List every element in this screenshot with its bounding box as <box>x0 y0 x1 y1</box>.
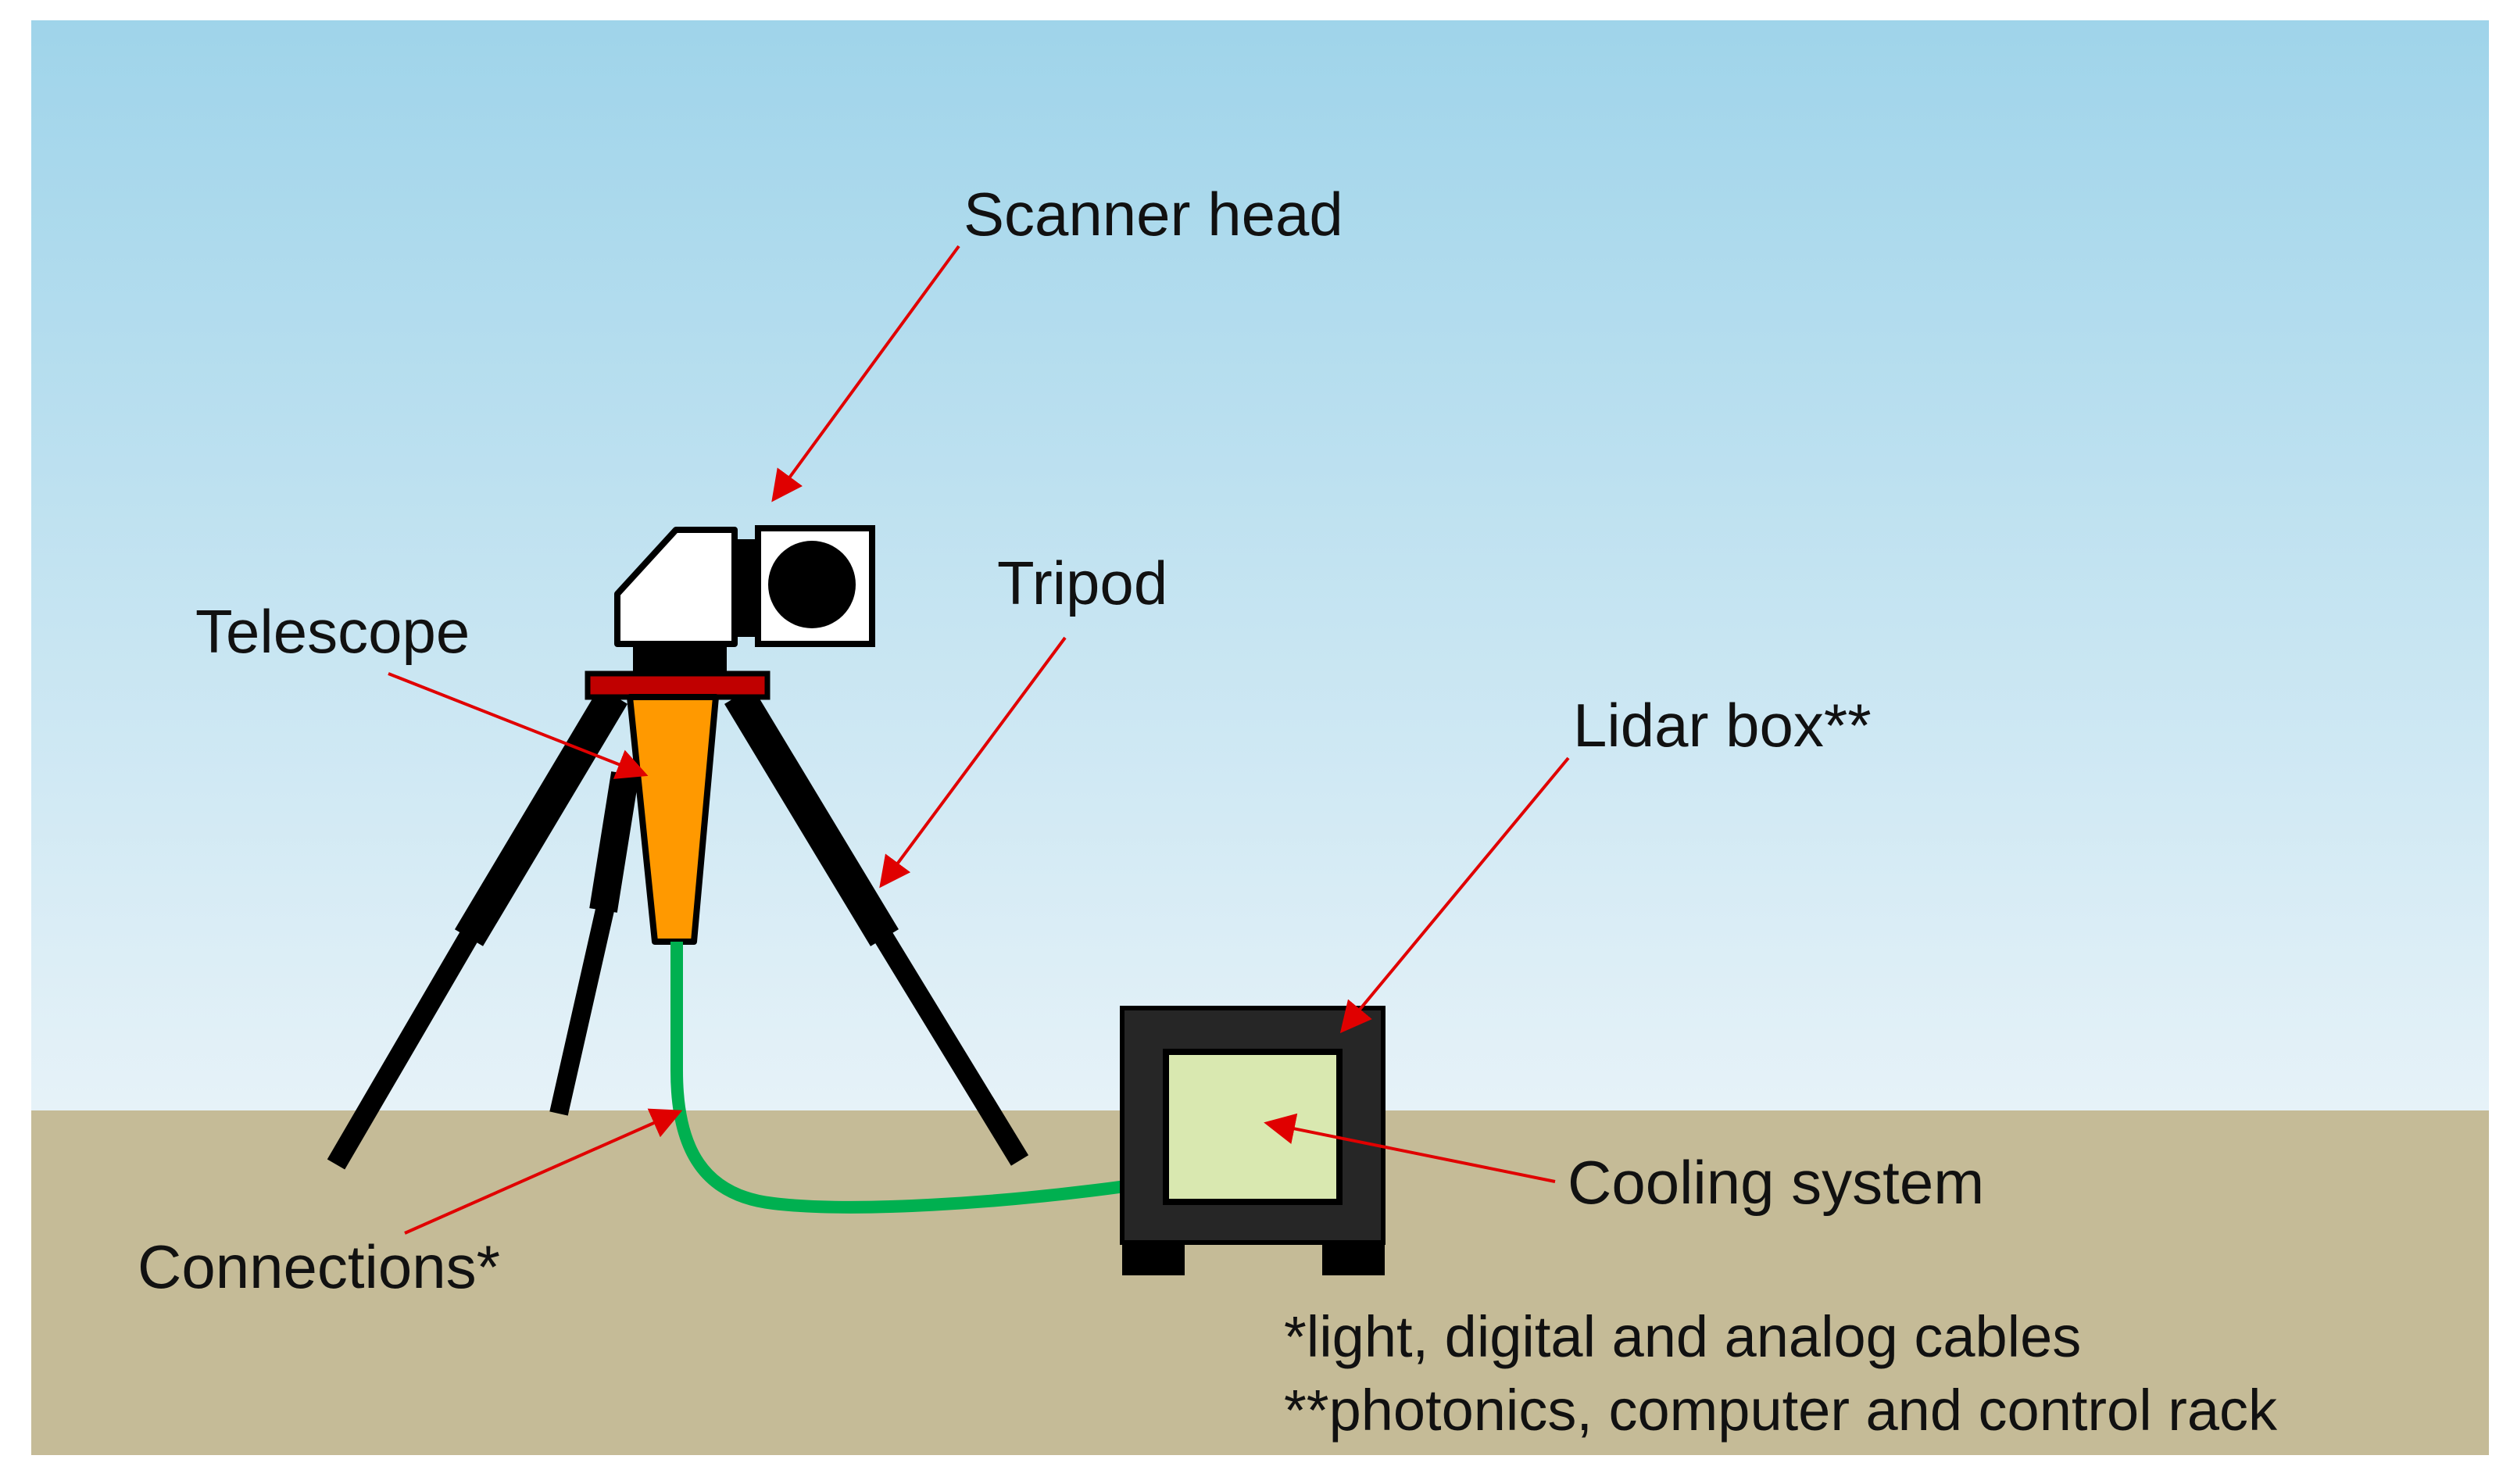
footnote-rack: **photonics, computer and control rack <box>1284 1378 2278 1443</box>
footnote-cables: *light, digital and analog cables <box>1284 1304 2081 1369</box>
label-telescope: Telescope <box>195 597 470 666</box>
scanner-head-lens <box>768 541 856 628</box>
tripod-right-leg-lower <box>870 924 1029 1166</box>
tripod-rear-leg-upper <box>589 771 639 913</box>
arrow-tripod <box>879 636 1067 889</box>
label-lidar-box: Lidar box** <box>1573 691 1872 760</box>
sky-background <box>31 20 2489 1110</box>
arrow-telescope <box>388 672 649 779</box>
arrow-scanner-head <box>771 245 960 502</box>
telescope-body <box>627 694 719 945</box>
label-tripod: Tripod <box>997 549 1167 617</box>
cooling-system-panel <box>1163 1049 1343 1205</box>
tripod-rear-leg-lower <box>549 904 615 1116</box>
tripod-right-leg-upper <box>724 687 899 946</box>
connection-cable <box>670 942 1127 1214</box>
tripod-left-leg-upper <box>454 687 628 946</box>
tripod-left-leg-lower <box>327 924 482 1170</box>
label-scanner-head: Scanner head <box>964 180 1343 249</box>
label-cooling-system: Cooling system <box>1568 1148 1984 1217</box>
arrow-lidar-box <box>1339 756 1570 1034</box>
arrow-connections <box>404 1108 683 1235</box>
label-connections: Connections* <box>138 1232 500 1301</box>
scanner-head-joint <box>735 539 758 637</box>
mount-plate <box>585 670 771 700</box>
arrow-cooling-system <box>1264 1113 1556 1183</box>
